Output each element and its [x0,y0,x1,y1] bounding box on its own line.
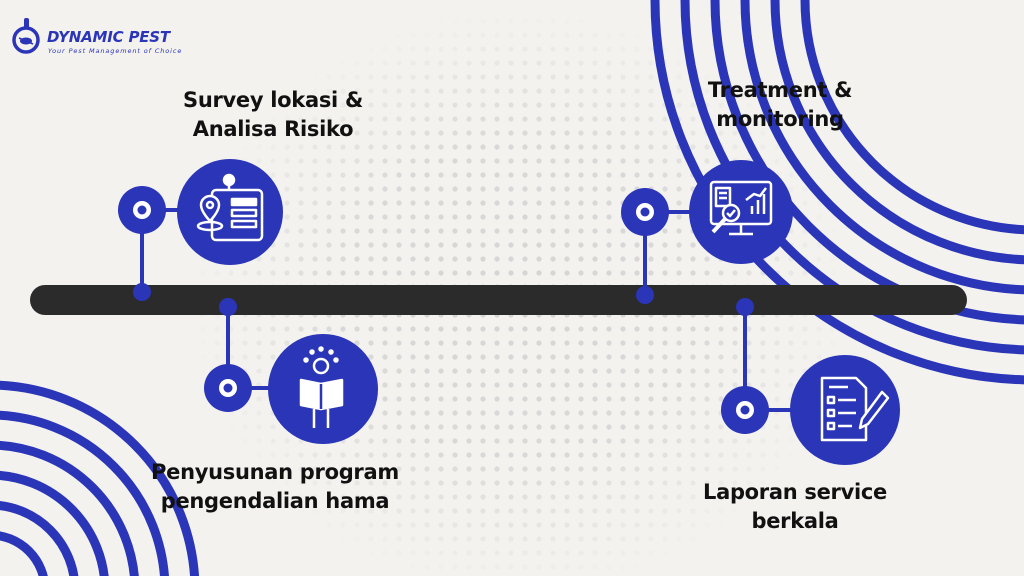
company-logo: DYNAMIC PEST Your Pest Management of Cho… [10,18,210,58]
timeline-dot [133,283,151,301]
timeline-bar [30,285,967,315]
brand-tagline: Your Pest Management of Choice [48,47,183,55]
location-clipboard-icon [196,173,264,242]
step-treatment-line2: monitoring [716,107,844,131]
decorative-arcs-top-right [650,0,1024,385]
step-planning-line2: pengendalian hama [160,489,390,513]
step-planning [204,298,378,444]
step-survey-label: Survey lokasi & Analisa Risiko [158,86,388,144]
step-treatment-line1: Treatment & [707,78,853,102]
brand-name: DYNAMIC PEST [47,28,170,46]
step-planning-label: Penyusunan program pengendalian hama [125,458,425,516]
step-report-label: Laporan service berkala [675,478,915,536]
timeline-dot [219,298,237,316]
step-report [721,298,900,465]
step-survey-line2: Analisa Risiko [192,117,354,141]
report-checklist-icon [820,376,890,442]
step-survey [118,159,283,301]
decorative-arcs-bottom-left [0,380,199,576]
timeline-dot [636,286,654,304]
magnifier-pest-icon [12,18,40,54]
step-report-line1: Laporan service [703,480,887,504]
icon-circle [689,160,793,264]
timeline-dot [736,298,754,316]
step-planning-line1: Penyusunan program [151,460,399,484]
icon-circle [177,159,283,265]
step-treatment [621,160,793,304]
step-survey-line1: Survey lokasi & [183,88,363,112]
step-treatment-label: Treatment & monitoring [680,76,880,134]
step-report-line2: berkala [751,509,839,533]
monitor-analysis-icon [709,180,773,236]
icon-circle [790,355,900,465]
person-planning-icon [299,346,344,428]
